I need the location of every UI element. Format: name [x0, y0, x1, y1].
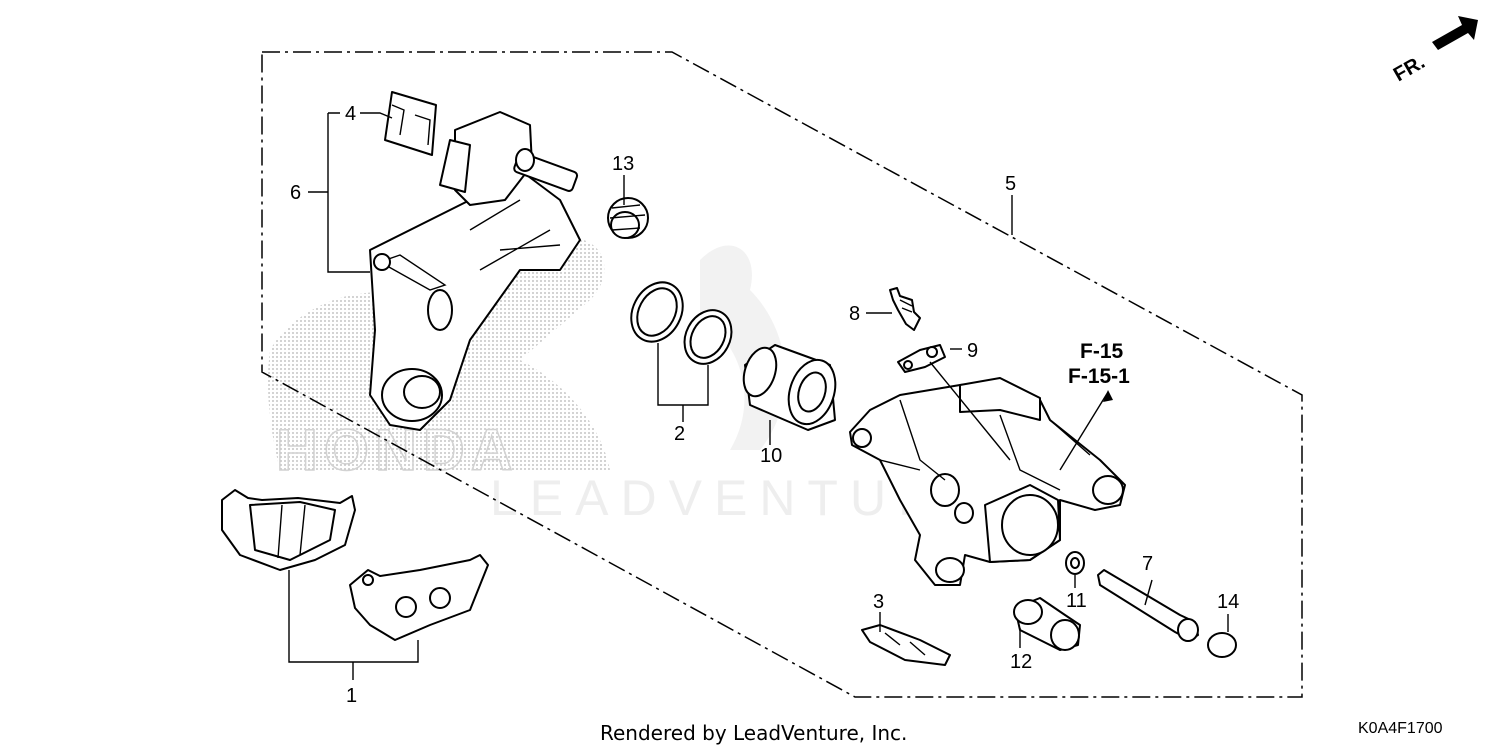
- caliper-body-part: [849, 377, 1126, 586]
- callout-5[interactable]: 5: [1005, 173, 1016, 195]
- callout-10[interactable]: 10: [760, 445, 782, 467]
- reference-arrow-icon: [1103, 390, 1113, 402]
- boot-ring-part: [1065, 551, 1085, 575]
- callout-14[interactable]: 14: [1217, 591, 1239, 613]
- callout-3[interactable]: 3: [873, 591, 884, 613]
- diagram-code: K0A4F1700: [1358, 720, 1443, 737]
- front-direction-indicator: FR.: [1390, 16, 1478, 86]
- bleeder-cap-part: [897, 344, 946, 373]
- callout-7[interactable]: 7: [1142, 553, 1153, 575]
- callout-4[interactable]: 4: [345, 103, 356, 125]
- reference-f15-1[interactable]: F-15-1: [1068, 365, 1130, 388]
- callout-12[interactable]: 12: [1010, 651, 1032, 673]
- pin-cap-part: [1207, 632, 1237, 658]
- leader-lines: [288, 112, 1229, 680]
- honda-watermark-text: HONDA: [276, 418, 519, 483]
- callout-11[interactable]: 11: [1066, 590, 1087, 612]
- piston-seal-set-part: [630, 281, 733, 365]
- rendered-by-credit: Rendered by LeadVenture, Inc.: [600, 721, 907, 745]
- assembly-boundary-line: [261, 51, 1303, 698]
- pin-bolt-part: [1013, 597, 1081, 651]
- callout-labels: 4 6 13 5 8 9 2 10 7 3 11 14 12 1: [290, 103, 1239, 707]
- bleeder-screw-part: [889, 287, 921, 331]
- caliper-bracket-part: [369, 111, 581, 431]
- front-arrow-icon: [1432, 16, 1478, 50]
- pad-spring-clip-part: [384, 91, 437, 156]
- reference-f15[interactable]: F-15: [1080, 340, 1124, 363]
- piston-part: [742, 344, 837, 431]
- callout-9[interactable]: 9: [967, 340, 978, 362]
- callout-8[interactable]: 8: [849, 303, 860, 325]
- caliper-pin-part: [1097, 569, 1199, 642]
- brake-pad-set-part: [221, 489, 489, 641]
- boot-part: [607, 197, 649, 239]
- callout-2[interactable]: 2: [674, 423, 685, 445]
- callout-13[interactable]: 13: [612, 153, 634, 175]
- front-label: FR.: [1390, 51, 1429, 86]
- callout-6[interactable]: 6: [290, 182, 301, 204]
- callout-1[interactable]: 1: [346, 685, 357, 707]
- pad-spring-part: [861, 624, 951, 666]
